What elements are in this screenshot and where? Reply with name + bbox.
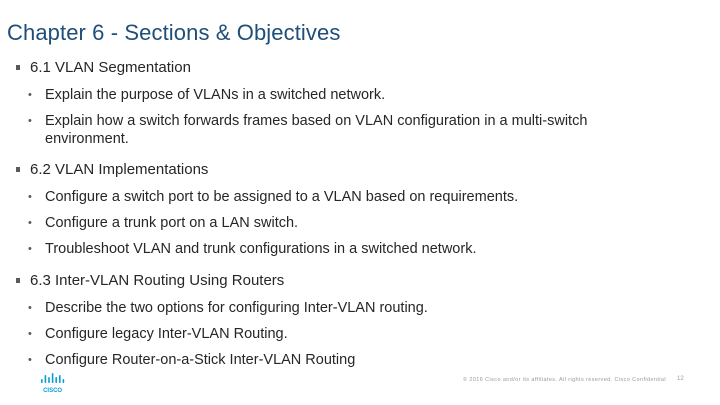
objective-list: • Describe the two options for configuri… [16, 299, 696, 370]
bullet-icon: • [28, 243, 32, 255]
section-heading-text: 6.2 VLAN Implementations [30, 161, 209, 178]
list-item: • Configure a trunk port on a LAN switch… [28, 214, 696, 233]
section-heading-text: 6.1 VLAN Segmentation [30, 59, 191, 76]
objective-list: • Configure a switch port to be assigned… [16, 188, 696, 259]
section-6-3: 6.3 Inter-VLAN Routing Using Routers • D… [16, 271, 696, 370]
cisco-logo-icon: CISCO [41, 373, 65, 394]
section-6-2: 6.2 VLAN Implementations • Configure a s… [16, 160, 696, 259]
bullet-icon: • [28, 354, 32, 366]
objective-list: • Explain the purpose of VLANs in a swit… [16, 86, 696, 148]
section-heading: 6.3 Inter-VLAN Routing Using Routers [16, 271, 696, 291]
slide-title: Chapter 6 - Sections & Objectives [7, 20, 341, 45]
objectives-list: 6.1 VLAN Segmentation • Explain the purp… [16, 58, 696, 382]
cisco-logo-text: CISCO [43, 388, 62, 394]
objective-text: Configure a switch port to be assigned t… [45, 189, 519, 205]
objective-text: Configure a trunk port on a LAN switch. [45, 215, 299, 231]
objective-text: Configure Router-on-a-Stick Inter-VLAN R… [45, 352, 356, 368]
objective-text: Explain how a switch forwards frames bas… [45, 113, 588, 147]
list-item: • Troubleshoot VLAN and trunk configurat… [28, 240, 696, 259]
bullet-icon: • [28, 115, 32, 127]
section-heading: 6.2 VLAN Implementations [16, 160, 696, 180]
list-item: • Describe the two options for configuri… [28, 299, 696, 318]
list-item: • Explain the purpose of VLANs in a swit… [28, 86, 696, 105]
list-item: • Configure Router-on-a-Stick Inter-VLAN… [28, 351, 696, 370]
square-bullet-icon [16, 167, 20, 172]
section-heading: 6.1 VLAN Segmentation [16, 58, 696, 78]
slide-footer: CISCO © 2016 Cisco and/or its affiliates… [0, 368, 720, 398]
objective-text: Describe the two options for configuring… [45, 300, 428, 316]
square-bullet-icon [16, 65, 20, 70]
page-number: 12 [677, 376, 684, 382]
list-item: • Explain how a switch forwards frames b… [28, 112, 696, 148]
list-item: • Configure legacy Inter-VLAN Routing. [28, 325, 696, 344]
bullet-icon: • [28, 302, 32, 314]
copyright-text: © 2016 Cisco and/or its affiliates. All … [463, 377, 667, 383]
square-bullet-icon [16, 278, 20, 283]
bullet-icon: • [28, 191, 32, 203]
bullet-icon: • [28, 89, 32, 101]
section-6-1: 6.1 VLAN Segmentation • Explain the purp… [16, 58, 696, 148]
objective-text: Troubleshoot VLAN and trunk configuratio… [45, 241, 477, 257]
objective-text: Explain the purpose of VLANs in a switch… [45, 87, 386, 103]
bullet-icon: • [28, 217, 32, 229]
section-heading-text: 6.3 Inter-VLAN Routing Using Routers [30, 272, 285, 289]
objective-text: Configure legacy Inter-VLAN Routing. [45, 326, 288, 342]
list-item: • Configure a switch port to be assigned… [28, 188, 696, 207]
bullet-icon: • [28, 328, 32, 340]
